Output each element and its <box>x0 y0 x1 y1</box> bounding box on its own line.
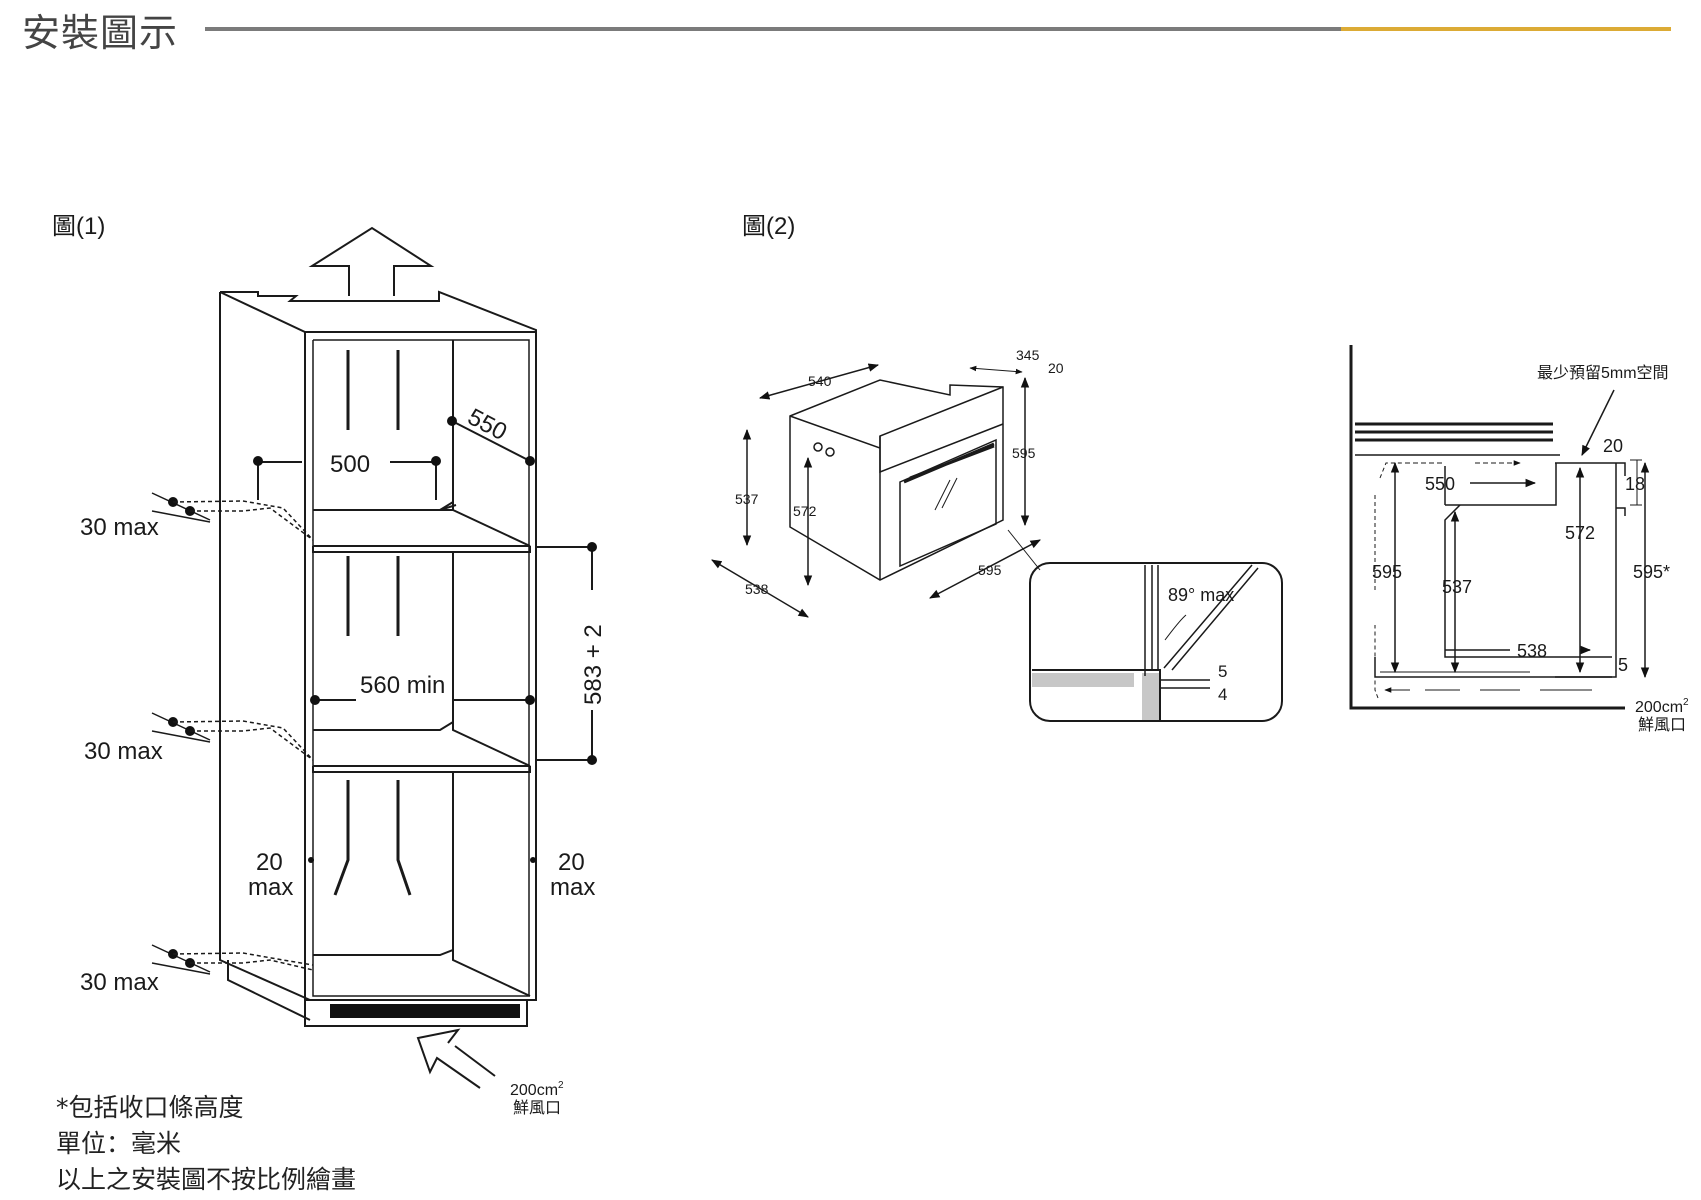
fig3-vent-area: 200cm2 <box>1635 697 1689 716</box>
base-vent-slot <box>330 1004 520 1018</box>
fig2-dim-595-height: 595 <box>1012 445 1036 461</box>
dim-30-max-bottom: 30 max <box>80 969 159 996</box>
door-gap-5: 5 <box>1218 662 1227 681</box>
footnotes: *包括收口條高度 單位：毫米 以上之安裝圖不按比例繪畫 <box>56 1090 356 1198</box>
fig3-dim-550: 550 <box>1425 474 1455 494</box>
fig2-dim-537: 537 <box>735 491 759 507</box>
dim-550: 550 <box>463 403 511 446</box>
dim-30-max-mid: 30 max <box>84 738 163 765</box>
dim-20-left: 20 <box>256 849 283 876</box>
dim-30-max-top: 30 max <box>80 514 159 541</box>
fig3-dim-572: 572 <box>1565 523 1595 543</box>
dim-560-min: 560 min <box>360 672 445 699</box>
fig3-dim-5: 5 <box>1618 655 1628 675</box>
fig3-vent-label: 鮮風口 <box>1638 716 1686 734</box>
fig2-dim-538: 538 <box>745 581 769 597</box>
intake-arrow-icon <box>416 1028 496 1089</box>
figure-2: 圖(2) 540 345 20 595 537 572 538 595 <box>711 213 1283 722</box>
dim-max-right: max <box>550 874 595 901</box>
door-gap-4: 4 <box>1218 685 1227 704</box>
fig3-dim-538: 538 <box>1517 641 1547 661</box>
page-title: 安裝圖示 <box>22 11 179 55</box>
fig3-dim-20: 20 <box>1603 436 1623 456</box>
cabinet-outline <box>220 290 537 1027</box>
fig3-dim-18: 18 <box>1625 474 1645 494</box>
intake-vent-area: 200cm2 <box>510 1080 564 1099</box>
dim-20-right: 20 <box>558 849 585 876</box>
cabinet-section-wall <box>1349 345 1625 710</box>
fig2-dim-540: 540 <box>808 373 832 389</box>
fig2-dim-595-width: 595 <box>978 562 1002 578</box>
exhaust-arrow-icon <box>308 226 435 296</box>
dim-500: 500 <box>330 451 370 478</box>
intake-vent-label: 鮮風口 <box>513 1099 561 1117</box>
figure-3: 最少預留5mm空間 595 550 537 572 595* 538 20 18… <box>1349 345 1689 734</box>
figure-2-caption: 圖(2) <box>742 213 795 240</box>
title-rule-gold <box>1341 27 1671 31</box>
min-gap-note: 最少預留5mm空間 <box>1537 364 1669 382</box>
fig2-dim-572: 572 <box>793 503 817 519</box>
fig3-dim-595: 595 <box>1372 562 1402 582</box>
figure-1-caption: 圖(1) <box>52 213 105 240</box>
fig2-dim-20: 20 <box>1048 360 1064 376</box>
oven-body <box>789 379 1004 581</box>
footnote-units: 單位：毫米 <box>56 1129 182 1158</box>
door-detail-inset <box>1029 562 1283 722</box>
figure-1: 圖(1) 550 500 <box>52 213 607 1117</box>
footnote-not-to-scale: 以上之安裝圖不按比例繪畫 <box>56 1165 357 1194</box>
title-rule-grey <box>205 27 1341 31</box>
fig3-dim-595-star: 595* <box>1633 562 1670 582</box>
fig2-dim-345: 345 <box>1016 347 1040 363</box>
dim-max-left: max <box>248 874 293 901</box>
fig3-dim-537: 537 <box>1442 577 1472 597</box>
door-angle-label: 89° max <box>1168 585 1234 605</box>
dim-583-plus-2: 583 + 2 <box>580 624 607 705</box>
footnote-trim-height: *包括收口條高度 <box>56 1093 244 1122</box>
